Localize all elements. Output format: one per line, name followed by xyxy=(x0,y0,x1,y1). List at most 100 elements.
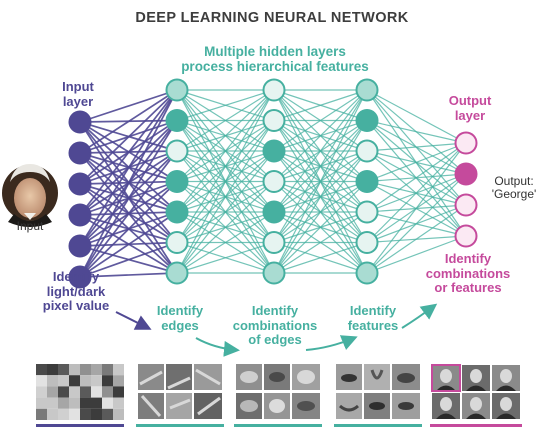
pixel-cell xyxy=(102,408,113,420)
face-body xyxy=(496,413,516,419)
pixel-cell xyxy=(69,397,80,409)
hidden-2-node xyxy=(262,200,286,224)
pixel-cell xyxy=(47,375,58,387)
connection-line xyxy=(79,180,178,278)
connection-line xyxy=(176,89,275,182)
input-node xyxy=(68,172,92,196)
hidden-3-node xyxy=(355,139,379,163)
identify-features-label: Identify features xyxy=(347,303,399,333)
connection-line xyxy=(366,142,467,152)
pixel-cell xyxy=(58,408,69,420)
output-layer-header: Output layer xyxy=(448,93,492,123)
hidden-1-node xyxy=(165,231,189,254)
face-body xyxy=(466,413,486,419)
pixel-cell xyxy=(80,397,91,409)
face-body xyxy=(436,413,456,419)
connection-line xyxy=(366,235,467,274)
connection-line xyxy=(176,211,275,274)
hidden-2-node xyxy=(262,78,286,102)
hidden-2-node xyxy=(262,231,286,254)
hidden-1-node xyxy=(165,200,189,224)
pixel-cell xyxy=(58,386,69,398)
face-head xyxy=(500,397,512,411)
pixel-grid-image xyxy=(36,364,124,420)
pixel-cell xyxy=(102,386,113,398)
input-caption: Input xyxy=(16,219,44,233)
pixel-cell xyxy=(91,375,102,387)
pixel-cell xyxy=(91,397,102,409)
connection-line xyxy=(273,89,368,274)
pixel-cell xyxy=(113,386,124,398)
hidden-1-node xyxy=(165,170,189,193)
input-node xyxy=(68,141,92,165)
pixel-cell xyxy=(36,397,47,409)
pixel-cell xyxy=(36,386,47,398)
connection-line xyxy=(366,142,467,243)
edge-combinations-image xyxy=(234,364,322,420)
identify-output-combinations-label: Identify combinations or features xyxy=(425,251,511,296)
connection-line xyxy=(273,89,368,213)
hidden-3-node xyxy=(355,78,379,102)
connection-line xyxy=(273,150,368,274)
connection-line xyxy=(176,150,275,274)
connection-line xyxy=(273,89,368,182)
hidden-2-node xyxy=(262,170,286,193)
connection-line xyxy=(176,181,275,274)
features-image xyxy=(334,364,422,420)
pixel-cell xyxy=(69,364,80,376)
flow-arrow-1 xyxy=(115,311,152,330)
output-caption: Output: 'George' xyxy=(491,174,537,202)
hidden-1-node xyxy=(165,78,189,102)
pixel-cell xyxy=(80,364,91,376)
pixel-cell xyxy=(69,408,80,420)
connection-line xyxy=(176,89,275,213)
connection-line xyxy=(176,89,275,274)
identify-edges-label: Identify edges xyxy=(156,303,204,333)
input-layer-header: Input layer xyxy=(62,79,94,109)
hidden-3-node xyxy=(355,109,379,132)
identify-pixel-label: Identify light/dark pixel value xyxy=(42,269,110,314)
connection-line xyxy=(79,272,178,278)
face-body xyxy=(466,385,486,391)
connection-line xyxy=(366,142,467,274)
connection-line xyxy=(273,120,368,274)
connection-line xyxy=(366,173,467,274)
page-title: DEEP LEARNING NEURAL NETWORK xyxy=(135,10,409,26)
pixel-cell xyxy=(58,364,69,376)
output-node xyxy=(454,131,478,155)
connection-line xyxy=(79,241,178,278)
pixel-cell xyxy=(36,375,47,387)
connection-line xyxy=(79,89,178,247)
face-head xyxy=(500,369,512,383)
connection-line xyxy=(273,89,368,122)
pixel-cell xyxy=(102,397,113,409)
face-body xyxy=(436,385,456,391)
connection-line xyxy=(366,142,467,213)
pixel-cell xyxy=(36,408,47,420)
pixel-cell xyxy=(80,386,91,398)
nodes xyxy=(68,78,478,289)
pixel-cell xyxy=(91,408,102,420)
input-node xyxy=(68,110,92,134)
pixel-cell xyxy=(80,375,91,387)
pixel-cell xyxy=(91,364,102,376)
connection-line xyxy=(273,181,368,274)
pixel-cell xyxy=(58,375,69,387)
hidden-3-node xyxy=(355,200,379,224)
pixel-cell xyxy=(58,397,69,409)
face-head xyxy=(440,397,452,411)
connection-line xyxy=(79,120,178,278)
face-highlight xyxy=(431,364,461,392)
hidden-1-node xyxy=(165,261,189,285)
connection-line xyxy=(366,89,467,144)
pixel-cell xyxy=(113,397,124,409)
input-node xyxy=(68,265,92,289)
flow-arrow-4 xyxy=(401,303,438,329)
connection-line xyxy=(79,89,178,278)
pixel-cell xyxy=(47,408,58,420)
connection-line xyxy=(79,150,178,278)
pixel-cell xyxy=(113,375,124,387)
flow-arrow-3 xyxy=(305,335,358,351)
flow-arrow-2 xyxy=(195,337,240,357)
